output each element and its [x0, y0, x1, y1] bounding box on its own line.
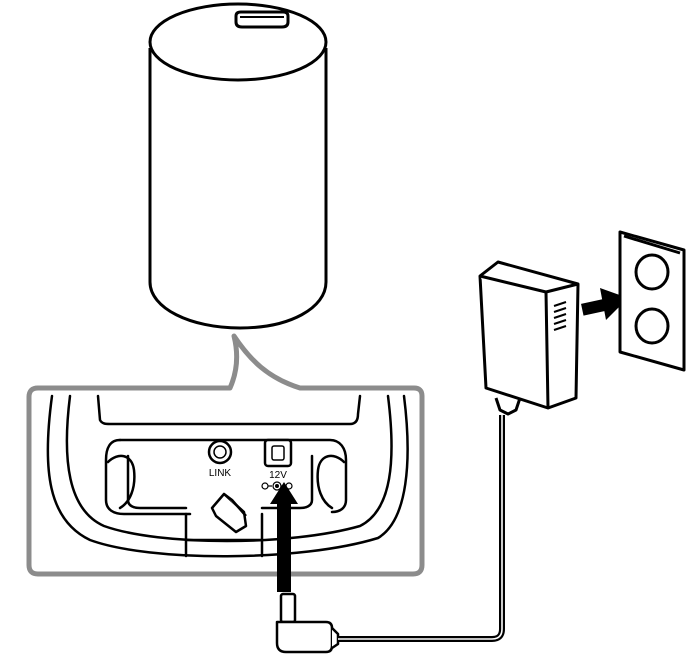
- wall-outlet-icon: [618, 230, 686, 372]
- power-port-label: 12V: [269, 470, 287, 481]
- dc-plug-icon: [275, 592, 340, 654]
- link-port-label: LINK: [209, 468, 232, 479]
- ac-adapter-icon: [478, 260, 580, 416]
- speaker-top-button: [234, 10, 290, 29]
- bottom-view-callout: LINK 12V: [26, 333, 425, 577]
- speaker-device-icon: [148, 2, 328, 330]
- cable-clip-icon: [210, 492, 248, 534]
- link-button-icon: [207, 439, 233, 465]
- power-jack-icon: [263, 438, 293, 468]
- insert-arrow-icon: [270, 482, 298, 592]
